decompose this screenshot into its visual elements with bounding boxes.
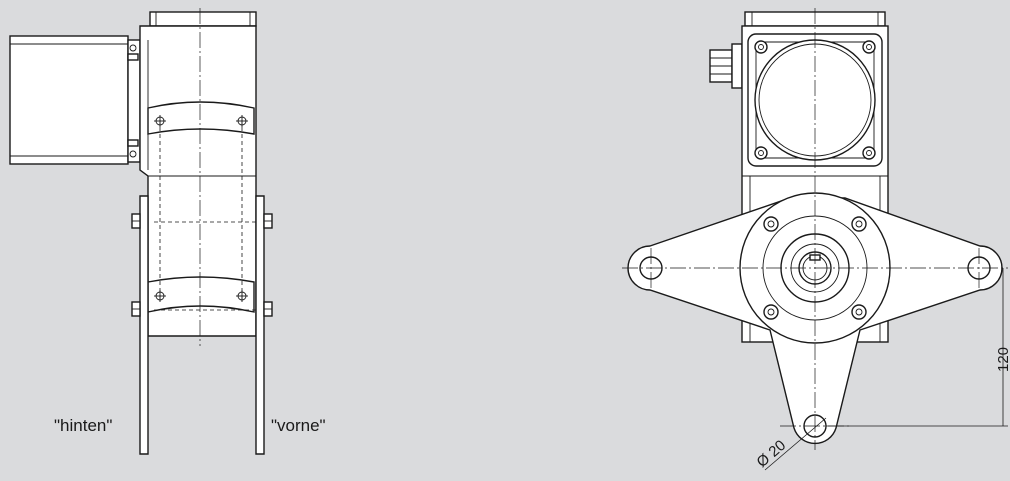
gearbox-top-cap [149,11,257,27]
motor-housing [9,35,129,165]
plate-bolt [862,146,876,160]
front-label: "vorne" [271,416,326,435]
clamp-band-lower [147,276,255,313]
cable-gland [709,43,743,89]
clamp-band-upper [147,101,255,135]
band-bolt [236,290,248,302]
front-view: 120 Ø 20 [622,8,1010,471]
arm-nut [131,213,141,229]
rear-label: "hinten" [54,416,112,435]
band-bolt [154,115,166,127]
flange-bolt [851,216,867,232]
flange-bolt [763,304,779,320]
arm-nut [131,301,141,317]
side-view: "hinten" "vorne" [9,8,326,455]
flange-bolt [851,304,867,320]
flange-bolt [763,216,779,232]
band-bolt [236,115,248,127]
plate-bolt [862,40,876,54]
height-dimension: 120 [826,268,1010,427]
diameter-dimension-value: Ø 20 [753,437,789,471]
arm-nut [263,213,273,229]
right-mounting-arm [255,195,265,455]
left-mounting-arm [139,195,149,455]
arm-nut [263,301,273,317]
band-bolt [154,290,166,302]
plate-bolt [754,40,768,54]
height-dimension-value: 120 [995,347,1010,372]
plate-bolt [754,146,768,160]
